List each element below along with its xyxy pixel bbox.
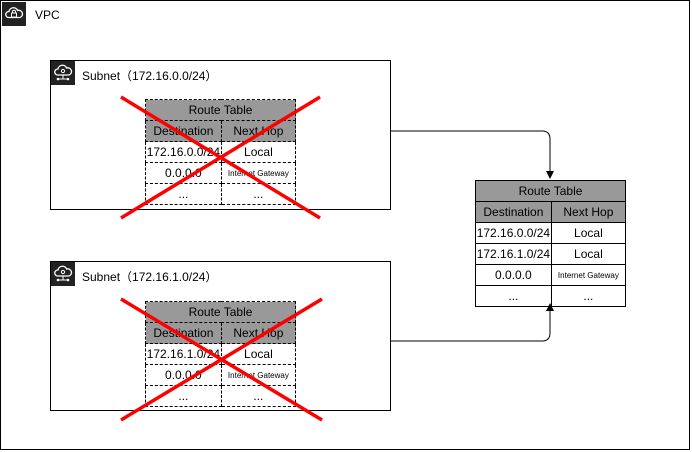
connector-subnet-1-to-route-table [391,130,554,179]
subnet-1-route-table: Route Table Destination Next Hop 172.16.… [145,99,297,205]
table-row: ... ... [145,183,297,205]
table-row: ... ... [475,285,627,307]
subnet-2-route-table: Route Table Destination Next Hop 172.16.… [145,301,297,407]
connector-subnet-2-to-route-table [391,303,554,342]
cloud-network-icon [51,262,75,286]
next-hop-cell: Local [220,343,297,365]
column-header-destination: Destination [145,322,222,344]
subnet-2: Subnet（172.16.1.0/24） [50,261,391,411]
cloud-network-icon [51,61,75,85]
next-hop-cell: ... [550,285,627,307]
table-row: 172.16.1.0/24 Local [145,343,297,365]
table-row: ... ... [145,385,297,407]
route-table-title: Route Table [145,99,296,121]
next-hop-cell: ... [220,183,297,205]
destination-cell: ... [145,183,222,205]
next-hop-cell: Local [550,222,627,244]
column-header-destination: Destination [475,201,552,223]
vpc-label: VPC [35,8,60,22]
shared-route-table: Route Table Destination Next Hop 172.16.… [475,180,627,307]
route-table-title: Route Table [475,180,626,202]
next-hop-cell: ... [220,385,297,407]
cross-mark-subnet-2 [120,297,323,422]
table-row: 172.16.1.0/24 Local [475,243,627,265]
subnet-1-label: Subnet（172.16.0.0/24） [82,69,218,83]
subnet-2-label: Subnet（172.16.1.0/24） [82,270,218,284]
cloud-lock-icon [2,2,26,26]
cross-mark-subnet-1 [120,95,321,220]
column-header-next-hop: Next Hop [220,120,297,142]
table-row: 0.0.0.0 Internet Gateway [475,264,627,286]
column-header-next-hop: Next Hop [550,201,627,223]
table-row: 172.16.0.0/24 Local [475,222,627,244]
route-table-title: Route Table [145,301,296,323]
